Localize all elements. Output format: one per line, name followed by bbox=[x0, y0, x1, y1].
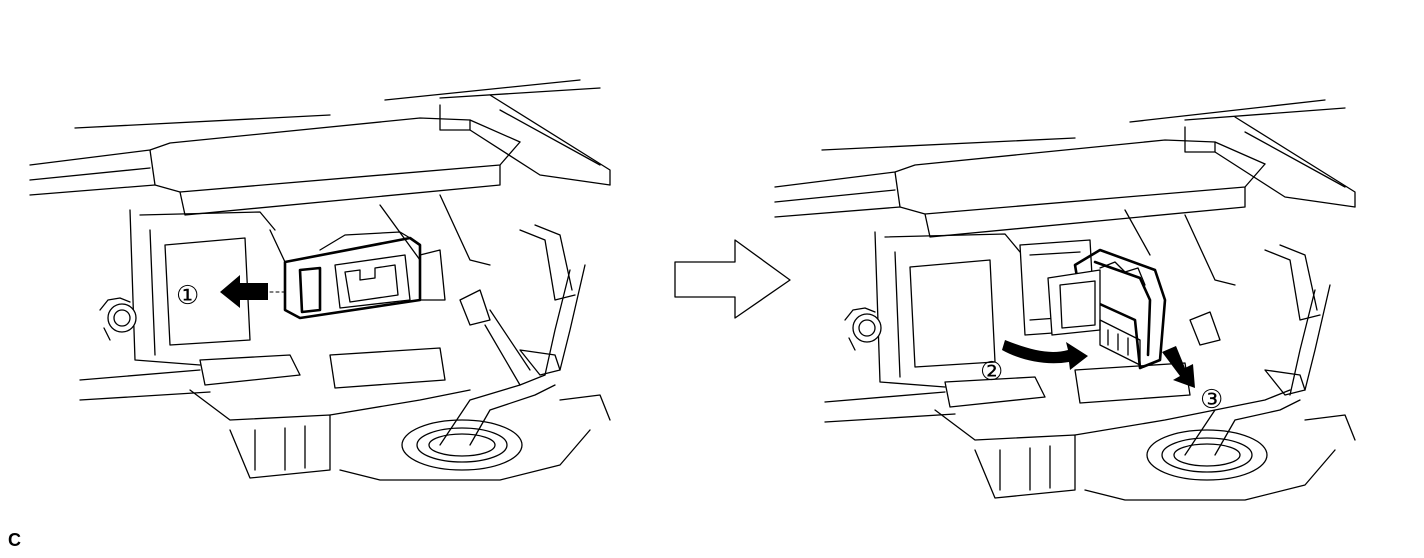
bolt-right bbox=[852, 313, 882, 343]
connector-locked bbox=[269, 229, 446, 320]
grommet-right bbox=[1146, 429, 1268, 481]
pull-arrow-icon bbox=[220, 275, 268, 308]
curved-arrow-icon bbox=[1002, 340, 1088, 370]
corner-label: C bbox=[8, 530, 21, 550]
right-panel-after: ② ③ bbox=[774, 99, 1356, 501]
step-1-label: ① bbox=[176, 281, 199, 311]
grommet-left bbox=[401, 419, 523, 471]
connector-released bbox=[1047, 248, 1167, 370]
bolt-left bbox=[107, 303, 137, 333]
down-right-arrow-icon bbox=[1162, 346, 1195, 388]
step-2-label: ② bbox=[980, 357, 1003, 387]
hollow-right-arrow-icon bbox=[674, 239, 791, 319]
step-3-label: ③ bbox=[1200, 385, 1223, 415]
left-panel-before: ① bbox=[29, 79, 611, 481]
